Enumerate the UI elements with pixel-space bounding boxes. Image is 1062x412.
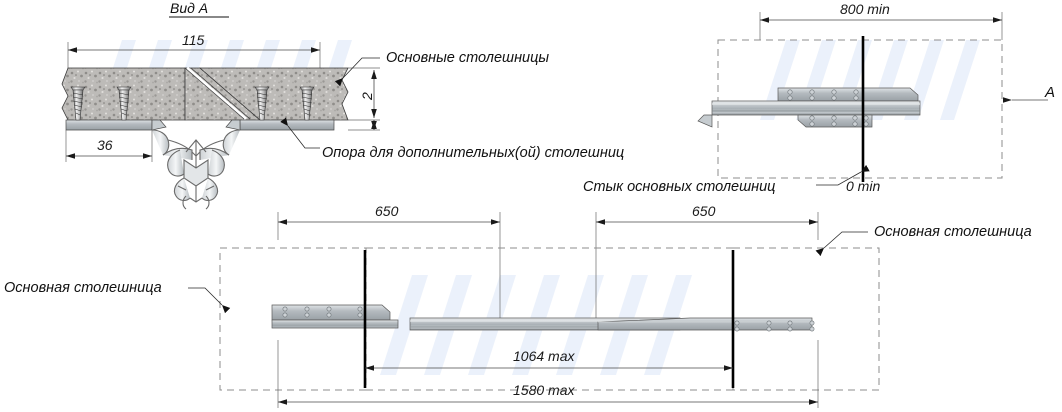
leader-bottom-right: Основная столешница [815, 224, 1032, 257]
label-main-countertop-right: Основная столешница [874, 224, 1032, 240]
dim-1064-max: 1064 max [365, 348, 733, 371]
dim-650-right-text: 650 [692, 203, 716, 219]
dim-0-min-text: 0 min [846, 178, 880, 194]
screw-icon [70, 86, 86, 121]
screw-icon [299, 86, 315, 121]
leader-zero-min: 0 min [816, 164, 880, 194]
dim-650-left: 650 [277, 203, 501, 320]
dim-650-left-text: 650 [375, 203, 399, 219]
rail-assembly-bottom [271, 304, 815, 332]
label-main-countertop-left: Основная столешница [4, 280, 162, 296]
label-joint-main-tops: Стык основных столешниц [583, 179, 775, 195]
screw-group [70, 86, 315, 121]
view-a-title: Вид А [169, 0, 229, 18]
dim-115: 115 [67, 32, 321, 72]
dim-1580-max-text: 1580 max [513, 382, 575, 398]
rail-assembly-top [697, 87, 921, 128]
dim-115-text: 115 [182, 32, 205, 48]
dim-2-text: 2 [359, 92, 375, 101]
section-a-view: 115 [61, 32, 624, 210]
support-plate-right [225, 119, 335, 131]
leader-support: Опора для дополнительных(ой) столешниц [280, 117, 624, 161]
label-main-countertops: Основные столешницы [386, 50, 549, 66]
bottom-view: 650 650 [4, 203, 1032, 408]
dim-2: 2 [348, 67, 380, 131]
clip-connector [151, 129, 241, 210]
dim-650-right: 650 [595, 203, 819, 320]
dim-36-text: 36 [97, 137, 113, 153]
support-plate-left [65, 119, 167, 131]
view-a-title-text: Вид А [170, 0, 208, 16]
view-marker-a-text: A [1044, 84, 1055, 101]
leader-main-tops: Основные столешницы [334, 50, 549, 87]
dim-800-min-text: 800 min [840, 1, 890, 17]
screw-icon [254, 86, 270, 121]
view-marker-a-right: A [1003, 84, 1055, 103]
leader-bottom-left: Основная столешница [4, 280, 231, 314]
screw-icon [116, 86, 132, 121]
dim-800-min: 800 min [759, 1, 1003, 40]
dim-1064-max-text: 1064 max [513, 348, 575, 364]
top-right-view: 800 min [583, 1, 1055, 195]
dim-36: 36 [65, 130, 153, 162]
label-support: Опора для дополнительных(ой) столешниц [322, 145, 624, 161]
dim-1580-max: 1580 max [277, 340, 819, 408]
